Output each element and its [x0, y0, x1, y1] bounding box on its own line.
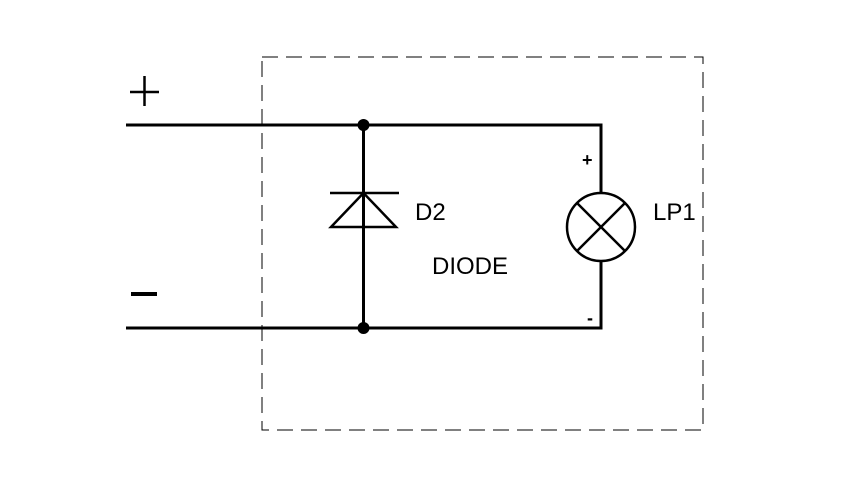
lamp-plus-pin-label: + [582, 150, 593, 170]
diode-value-label: DIODE [432, 253, 508, 280]
positive-terminal-symbol [130, 76, 159, 106]
lamp-lp1-symbol [565, 191, 637, 263]
diode-reference-label: D2 [415, 199, 446, 226]
lamp-minus-pin-label: - [587, 308, 593, 328]
positive-rail-wire [126, 123, 603, 192]
enclosure-boundary [261, 56, 704, 431]
lamp-reference-label: LP1 [653, 199, 696, 226]
diode-d2-symbol [328, 125, 399, 328]
negative-rail-wire [126, 262, 603, 330]
